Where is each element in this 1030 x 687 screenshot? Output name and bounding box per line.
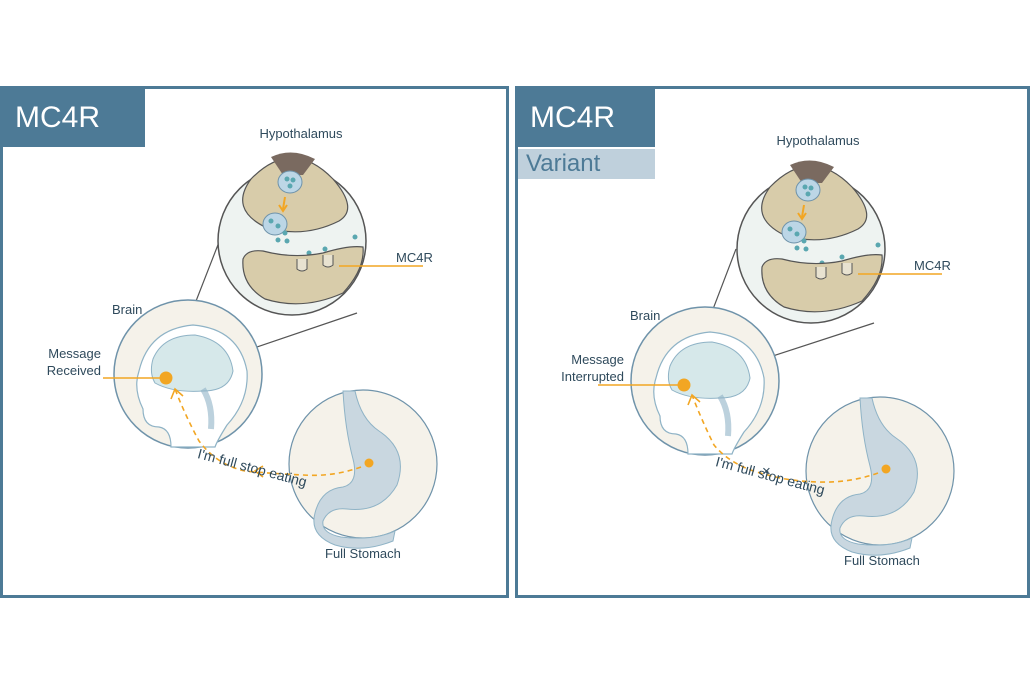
message-dot [677, 378, 691, 392]
mc4r-variant-illustration [598, 160, 955, 556]
message-label-line1: Message [571, 352, 624, 367]
signal-arrowhead-2 [170, 387, 184, 400]
message-label: Message Received [21, 345, 101, 379]
brain-label: Brain [112, 302, 143, 317]
brain-label: Brain [630, 308, 661, 323]
signal-arrowhead [687, 393, 701, 406]
mc4r-label: MC4R [396, 250, 433, 265]
stomach-label: Full Stomach [844, 553, 920, 568]
blocked-mark: × [762, 463, 771, 480]
hypothalamus-circle [736, 160, 886, 324]
mc4r-normal-illustration [103, 152, 438, 549]
message-dot [159, 371, 173, 385]
message-label: Message Interrupted [528, 351, 624, 385]
signal-path [174, 388, 362, 477]
panel-mc4r-normal: MC4R Hypothalamus MC4R Brain Message Rec… [0, 86, 509, 598]
signal-arrowhead-1 [253, 465, 264, 478]
message-label-line1: Message [48, 346, 101, 361]
stomach-circle [805, 396, 955, 556]
hypothalamus-label: Hypothalamus [776, 133, 860, 148]
signal-path [691, 394, 879, 483]
stomach-circle [288, 389, 438, 549]
message-label-line2: Received [46, 363, 101, 378]
stomach-label: Full Stomach [325, 546, 401, 561]
hypothalamus-circle [217, 152, 367, 316]
message-label-line2: Interrupted [561, 369, 624, 384]
hypothalamus-label: Hypothalamus [259, 126, 343, 141]
panel-title: MC4R [3, 89, 145, 147]
head-circle [630, 306, 780, 456]
head-circle [113, 299, 263, 449]
mc4r-label: MC4R [914, 258, 951, 273]
variant-subtitle: Variant [518, 149, 655, 179]
panel-mc4r-variant: MC4R Variant Hypothalamus MC4R Brain Mes… [515, 86, 1030, 598]
panel-title: MC4R [518, 89, 655, 147]
